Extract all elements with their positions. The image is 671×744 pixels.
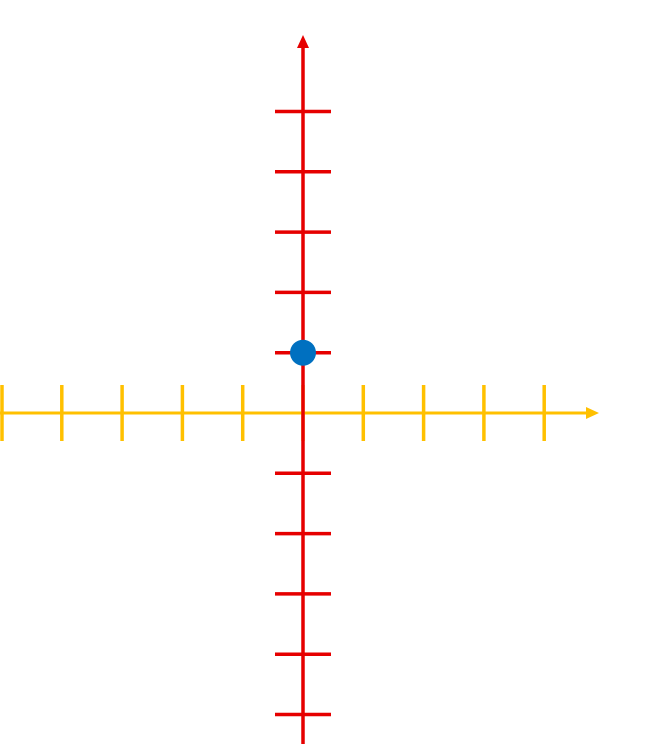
y-axis xyxy=(275,35,331,744)
x-axis xyxy=(0,385,599,441)
y-axis-arrow-icon xyxy=(297,35,309,48)
data-points xyxy=(290,339,316,366)
x-axis-arrow-icon xyxy=(586,407,599,419)
data-point-1 xyxy=(290,339,316,366)
